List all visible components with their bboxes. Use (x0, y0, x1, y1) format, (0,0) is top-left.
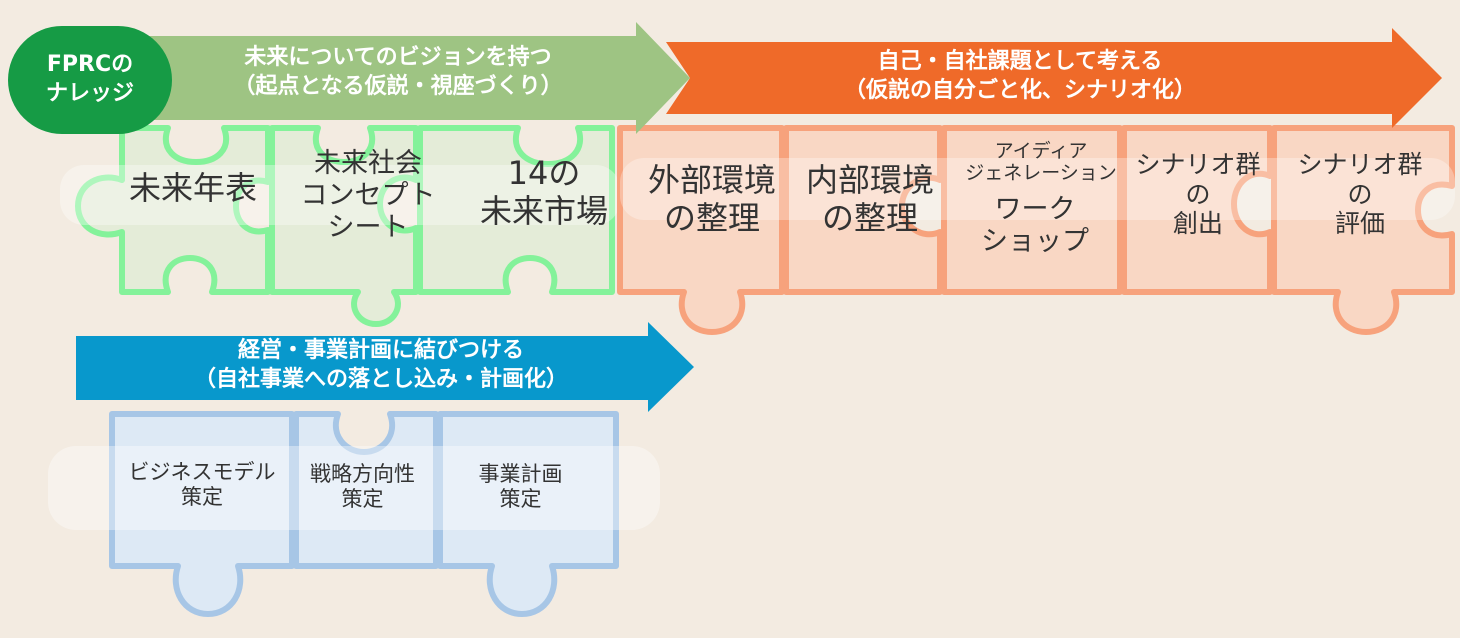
blue-arrow-title: 経営・事業計画に結びつける （自社事業への落とし込み・計画化） (193, 338, 568, 392)
blue-overlay-band (48, 446, 660, 530)
orange-arrow-title: 自己・自社課題として考える （仮説の自分ごと化、シナリオ化） (843, 49, 1196, 103)
orange-puzzle-group (617, 125, 1455, 335)
label-idea-generation: アイディア ジェネレーション (965, 140, 1117, 185)
blue-puzzle-group (109, 411, 619, 617)
label-scenario-eval: シナリオ群 の 評価 (1297, 150, 1423, 238)
orange-arrow (666, 28, 1442, 128)
puzzle-piece-14-markets (417, 125, 615, 295)
puzzle-piece-idea-workshop (941, 125, 1123, 295)
label-strategy-direction: 戦略方向性 策定 (310, 462, 415, 511)
puzzle-piece-future-timeline (75, 125, 271, 295)
label-business-plan: 事業計画 策定 (478, 462, 563, 511)
label-external-env: 外部環境 の整理 (647, 161, 776, 237)
puzzle-piece-future-society (269, 125, 419, 327)
puzzle-piece-scenario-create (1121, 125, 1273, 295)
label-internal-env: 内部環境 の整理 (805, 161, 934, 237)
orange-overlay-band (620, 158, 1455, 220)
label-future-society-sheet: 未来社会 コンセプト シート (300, 148, 436, 243)
puzzle-piece-strategy (293, 411, 439, 569)
green-arrow (112, 22, 690, 134)
puzzle-piece-business-model (109, 411, 295, 617)
green-overlay-band (60, 165, 620, 225)
label-scenario-create: シナリオ群 の 創出 (1135, 150, 1261, 238)
puzzle-piece-external-env (617, 125, 785, 335)
puzzle-piece-business-plan (437, 411, 619, 617)
label-workshop: ワーク ショップ (981, 194, 1089, 257)
green-arrow-title: 未来についてのビジョンを持つ （起点となる仮説・視座づくり） (233, 45, 563, 99)
blue-arrow (76, 322, 694, 412)
label-future-timeline: 未来年表 (128, 169, 257, 207)
puzzle-piece-internal-env (783, 125, 943, 295)
puzzle-piece-scenario-eval (1271, 125, 1455, 335)
green-puzzle-group (75, 125, 615, 327)
fprc-knowledge-badge: FPRCの ナレッジ (8, 26, 172, 134)
label-business-model: ビジネスモデル 策定 (128, 460, 276, 509)
label-14-future-markets: 14の 未来市場 (479, 154, 608, 230)
